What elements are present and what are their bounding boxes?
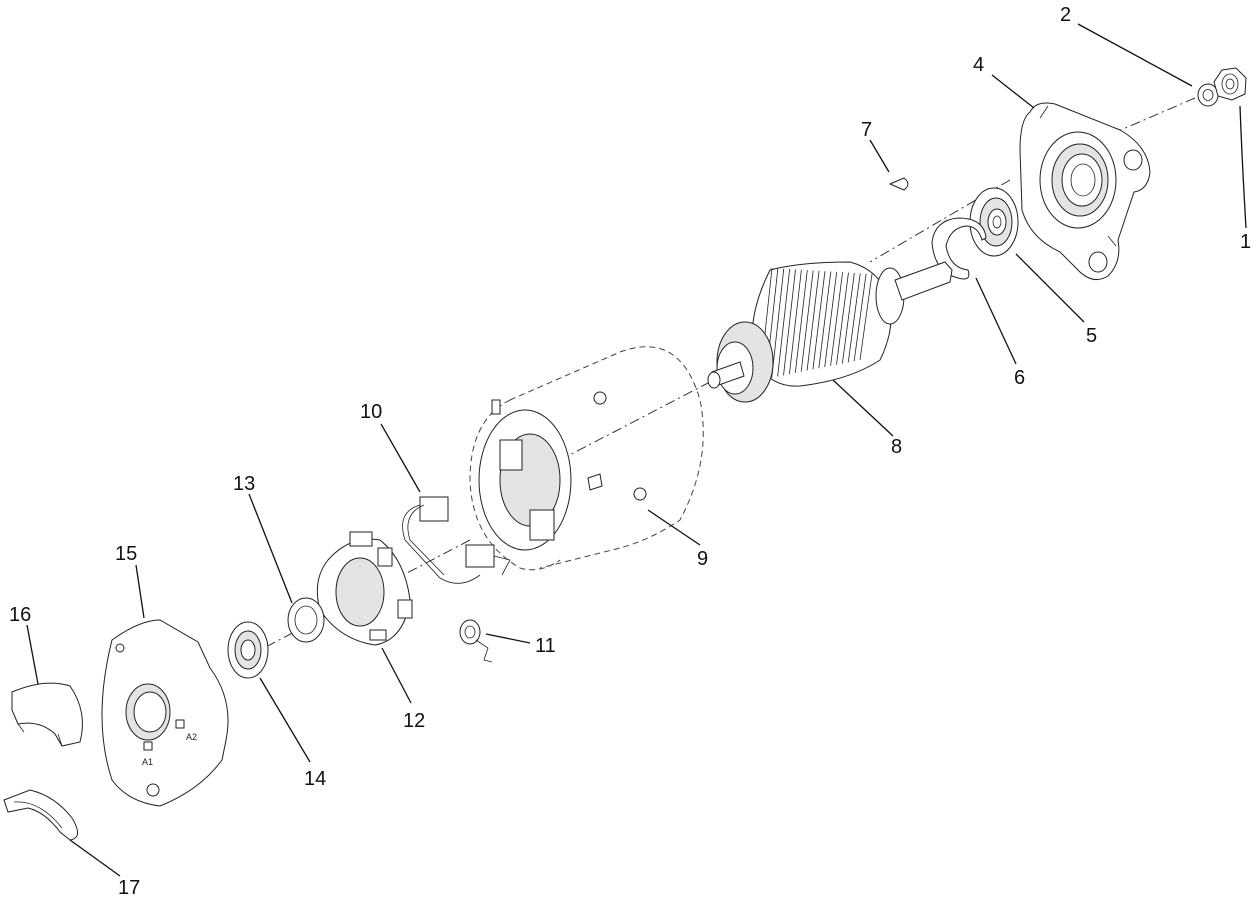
armature-slot-line <box>847 273 861 363</box>
terminal-a1-marking: A1 <box>142 757 153 767</box>
armature-slot-line <box>800 270 814 372</box>
armature-slot-line <box>824 271 838 368</box>
armature-slot-line <box>783 269 796 376</box>
leader-lines <box>26 23 1247 877</box>
callout-6: 6 <box>1014 367 1025 389</box>
shim-washer <box>287 597 325 643</box>
callout-7: 7 <box>861 119 872 141</box>
armature-slot-line <box>859 273 873 361</box>
cover-clip <box>3 789 78 841</box>
callout-11: 11 <box>535 635 556 657</box>
callout-17: 17 <box>118 877 140 899</box>
callout-10: 10 <box>360 401 382 423</box>
nut-and-washer <box>1197 67 1247 107</box>
armature-slot-line <box>836 272 849 365</box>
woodruff-key <box>888 177 909 191</box>
callout-16: 16 <box>9 604 31 626</box>
callout-13: 13 <box>233 473 255 495</box>
armature-slot-line <box>812 271 826 370</box>
brush-spring <box>459 619 493 663</box>
callout-8: 8 <box>891 436 902 458</box>
callout-2: 2 <box>1060 4 1071 26</box>
cover-band <box>11 682 83 747</box>
armature-slot-line <box>771 268 785 378</box>
terminal-a2-marking: A2 <box>186 732 197 742</box>
bearing-commutator-end <box>227 621 269 679</box>
callout-14: 14 <box>304 768 326 790</box>
armature-slot-line <box>818 271 832 369</box>
armature-slot-line <box>806 270 820 371</box>
callout-1: 1 <box>1240 231 1251 253</box>
callout-12: 12 <box>403 710 425 732</box>
callout-15: 15 <box>115 543 137 565</box>
callout-4: 4 <box>973 54 984 76</box>
brush-lead-assembly <box>402 496 511 584</box>
armature-slot-line <box>841 272 855 364</box>
commutator-end-head: A1 A2 <box>101 619 229 807</box>
field-housing <box>469 346 704 571</box>
armature-slot-line <box>789 269 802 375</box>
brush-plate <box>316 531 413 646</box>
end-flange <box>1019 102 1151 281</box>
armature-slot-line <box>830 272 843 366</box>
callout-5: 5 <box>1086 325 1097 347</box>
armature <box>707 261 953 403</box>
armature-slot-line <box>853 273 867 362</box>
armature-slot-line <box>777 269 791 377</box>
armature-slot-line <box>794 270 808 373</box>
callout-9: 9 <box>697 548 708 570</box>
callout-labels: 2 4 7 1 5 6 8 10 9 13 15 16 11 12 14 17 <box>9 4 1251 899</box>
